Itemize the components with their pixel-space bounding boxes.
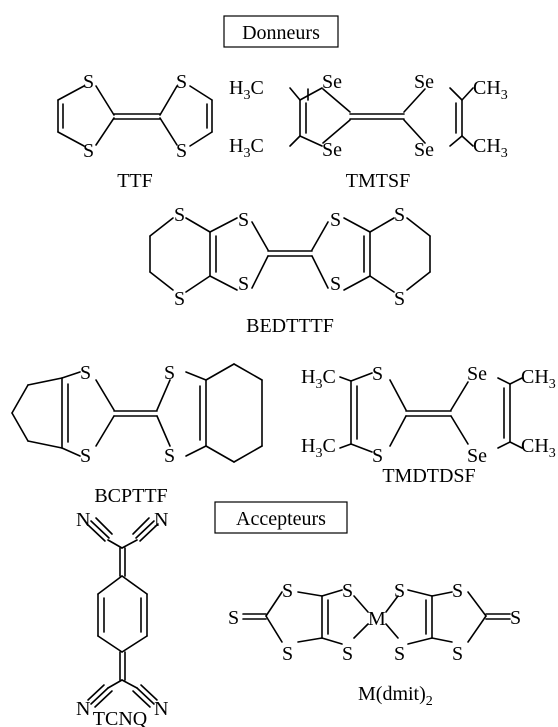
mdmit-s7: S (452, 580, 463, 602)
tmdtdsf-h3c-top: H3C (301, 366, 336, 392)
ttf-label: TTF (117, 170, 153, 192)
donors-header: Donneurs (223, 15, 339, 48)
tmtsf-ch3-bot: CH3 (473, 135, 508, 161)
tmtsf-se1: Se (322, 71, 342, 93)
mdmit-s3: S (342, 580, 353, 602)
tcnq-label: TCNQ (93, 708, 148, 727)
bcpttf-s3: S (164, 362, 175, 384)
tmtsf-structure: H3C H3C Se Se Se Se CH3 CH3 TMTSF (229, 71, 508, 192)
tmdtdsf-label: TMDTDSF (382, 465, 475, 487)
bcpttf-s1: S (80, 362, 91, 384)
mdmit-s8: S (452, 643, 463, 665)
tmtsf-h3c-bot: H3C (229, 135, 264, 161)
tcnq-n3: N (76, 698, 90, 720)
tmdtdsf-ch3-top: CH3 (521, 366, 556, 392)
mdmit-s6: S (394, 643, 405, 665)
acceptors-label: Accepteurs (236, 508, 326, 530)
tmdtdsf-se1: Se (467, 363, 487, 385)
tmtsf-label: TMTSF (346, 170, 410, 192)
ttf-s2: S (83, 140, 94, 162)
tmdtdsf-s1: S (372, 363, 383, 385)
bedt-s1: S (174, 204, 185, 226)
tmdtdsf-h3c-bot: H3C (301, 435, 336, 461)
tmdtdsf-s2: S (372, 445, 383, 467)
ttf-s1: S (83, 71, 94, 93)
tmdtdsf-ch3-bot: CH3 (521, 435, 556, 461)
mdmit-metal: M (368, 608, 386, 630)
donors-label: Donneurs (242, 22, 320, 44)
tmtsf-se4: Se (414, 139, 434, 161)
ttf-s4: S (176, 140, 187, 162)
ttf-s3: S (176, 71, 187, 93)
tcnq-n2: N (154, 509, 168, 531)
bcpttf-s4: S (164, 445, 175, 467)
tmtsf-h3c-top: H3C (229, 77, 264, 103)
mdmit-structure: S S S S S M S S S S S M(dmit)2 (228, 580, 521, 709)
mdmit-label: M(dmit)2 (358, 683, 433, 709)
bedt-s7: S (394, 204, 405, 226)
tcnq-n1: N (76, 509, 90, 531)
tmdtdsf-structure: H3C H3C S S Se Se CH3 CH3 TMDTDSF (301, 363, 556, 487)
tmtsf-ch3-top: CH3 (473, 77, 508, 103)
tcnq-n4: N (154, 698, 168, 720)
acceptors-header: Accepteurs (214, 501, 348, 534)
bedt-s6: S (330, 273, 341, 295)
bedt-s5: S (330, 209, 341, 231)
mdmit-s1: S (282, 580, 293, 602)
mdmit-s-thione-left: S (228, 607, 239, 629)
bcpttf-s2: S (80, 445, 91, 467)
bedt-s3: S (238, 209, 249, 231)
tmdtdsf-se2: Se (467, 445, 487, 467)
tmtsf-se3: Se (414, 71, 434, 93)
bedt-s4: S (238, 273, 249, 295)
tcnq-structure: N N N N TCNQ (76, 509, 168, 727)
tmtsf-se2: Se (322, 139, 342, 161)
mdmit-s-thione-right: S (510, 607, 521, 629)
mdmit-s2: S (282, 643, 293, 665)
mdmit-s5: S (394, 580, 405, 602)
ttf-structure: S S S S TTF (57, 71, 213, 192)
bedt-structure: S S S S S S S S BEDTTTF (149, 204, 431, 337)
bedt-label: BEDTTTF (246, 315, 334, 337)
bcpttf-label: BCPTTF (94, 485, 167, 507)
bedt-s8: S (394, 288, 405, 310)
bcpttf-structure: S S S S BCPTTF (11, 362, 263, 507)
mdmit-s4: S (342, 643, 353, 665)
bedt-s2: S (174, 288, 185, 310)
